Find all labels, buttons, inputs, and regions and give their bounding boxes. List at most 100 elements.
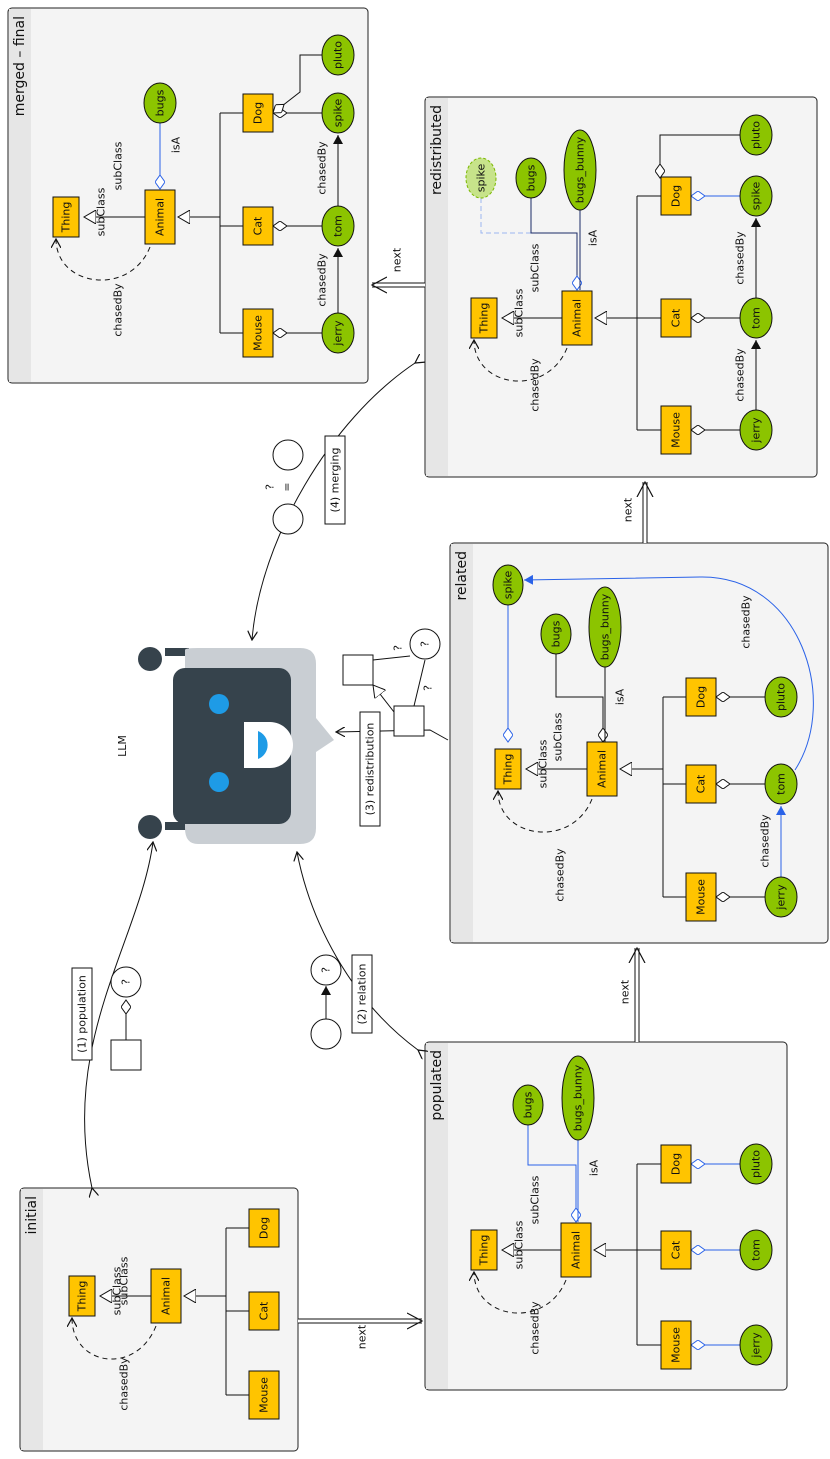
merged-pluto: pluto — [321, 34, 355, 76]
populated-bugs: bugs — [512, 1084, 544, 1126]
merged-cat-label: Cat — [252, 216, 265, 235]
initial-cat-label: Cat — [258, 1301, 271, 1320]
populated-cat: Cat — [660, 1230, 692, 1270]
populated-dog: Dog — [660, 1144, 692, 1184]
redist-pluto: pluto — [739, 114, 773, 156]
robot-antenna-top — [138, 647, 162, 671]
step-relation-text: (2) relation — [356, 963, 369, 1024]
populated-chasedby-edge — [474, 1272, 567, 1314]
related-bugs-label: bugs — [550, 620, 563, 647]
merged-isa-label: isA — [170, 136, 183, 153]
related-dog: Dog — [685, 677, 717, 717]
robot-eye-bottom — [209, 772, 229, 792]
related-mouse-label: Mouse — [695, 879, 708, 915]
related-tom-spike-chase — [523, 574, 814, 771]
merged-bugs: bugs — [143, 82, 177, 124]
merged-dog-label: Dog — [252, 102, 265, 124]
redist-spike: spike — [739, 175, 773, 217]
redist-chasedby-label: chasedBy — [529, 358, 542, 412]
step-redistribution: (3) redistribution — [359, 711, 381, 827]
merged-animal-label: Animal — [154, 198, 167, 236]
panel-merged-header — [9, 9, 31, 382]
glyph-rel-q2: ? — [310, 954, 342, 986]
initial-subclass-label: subClass — [111, 1266, 124, 1315]
redist-spike-ghost: spike — [465, 157, 497, 199]
panel-populated-frame — [424, 1041, 788, 1391]
panel-related-header — [451, 544, 473, 942]
glyph-redist-q-q: ? — [419, 641, 432, 647]
related-thing: Thing — [494, 748, 522, 790]
merged-spike-label: spike — [332, 99, 345, 128]
related-tom: tom — [764, 763, 798, 805]
redist-dog-label: Dog — [670, 185, 683, 207]
populated-mouse: Mouse — [660, 1320, 692, 1370]
steps-layer: subClasschasedBysubClasssubClasschasedBy… — [71, 136, 772, 1411]
robot-antenna-bottom — [138, 815, 162, 839]
related-chasedby-label: chasedBy — [554, 848, 567, 902]
merged-pluto-type-edge — [273, 54, 322, 113]
merged-animal: Animal — [144, 189, 176, 245]
redist-chasedby-edge — [474, 340, 568, 382]
panel-initial-header — [21, 1189, 43, 1450]
glyph-merge-eq: = — [281, 482, 294, 491]
panel-merged: merged – final — [7, 7, 369, 384]
initial-cat: Cat — [248, 1291, 280, 1331]
populated-bugs-bunny: bugs_bunny — [561, 1055, 595, 1141]
panel-redistributed-header — [426, 98, 448, 476]
redist-spike-label: spike — [750, 182, 763, 211]
step-merging-text: (4) merging — [329, 448, 342, 513]
merged-tom-label: tom — [332, 215, 345, 237]
links-layer — [56, 54, 814, 1396]
populated-tom: tom — [739, 1229, 773, 1271]
merged-pluto-label: pluto — [332, 41, 345, 69]
redist-cat-label: Cat — [670, 308, 683, 327]
related-thing-label: Thing — [502, 754, 515, 786]
related-tom-label: tom — [775, 773, 788, 795]
related-jerry-label: jerry — [775, 884, 788, 911]
panel-initial-title: initial — [24, 1196, 40, 1235]
step-redistribution-text: (3) redistribution — [364, 723, 377, 816]
glyph-redist-box2 — [393, 705, 425, 737]
redist-bugs-bunny: bugs_bunny — [563, 129, 597, 211]
redist-thing-label: Thing — [478, 303, 491, 335]
glyph-redist-box1 — [342, 654, 374, 686]
glyph-rel-q2-q: ? — [320, 967, 333, 973]
populated-dog-label: Dog — [670, 1153, 683, 1175]
glyph-redist-qlbl1: ? — [392, 645, 405, 651]
merged-jerry-label: jerry — [332, 320, 345, 347]
related-chasedby-blue2: chasedBy — [740, 595, 753, 649]
related-bugs-isa — [555, 650, 603, 742]
populated-mouse-label: Mouse — [670, 1327, 683, 1363]
populated-subclass-label2: subClass — [529, 1175, 542, 1224]
related-spike: spike — [492, 564, 524, 606]
populated-bugs-bunny-label: bugs_bunny — [572, 1064, 585, 1131]
populated-cat-label: Cat — [670, 1240, 683, 1259]
merged-thing: Thing — [52, 196, 80, 238]
merged-tom: tom — [321, 205, 355, 247]
initial-thing: Thing — [68, 1275, 96, 1317]
merged-subclass-label2: subClass — [112, 141, 125, 190]
redist-bugs-label: bugs — [525, 164, 538, 191]
merged-chasedby-2: chasedBy — [316, 141, 329, 195]
related-dog-label: Dog — [695, 686, 708, 708]
initial-animal-label: Animal — [160, 1277, 173, 1315]
redist-tom-label: tom — [750, 307, 763, 329]
redist-bugs-bunny-label: bugs_bunny — [574, 136, 587, 203]
llm-relation-link — [297, 852, 418, 1050]
merged-thing-label: Thing — [60, 202, 73, 234]
redist-subclass-label: subClass — [513, 288, 526, 337]
redist-mouse: Mouse — [660, 405, 692, 455]
merged-cat: Cat — [242, 206, 274, 246]
populated-thing-label: Thing — [478, 1235, 491, 1267]
redist-bugs: bugs — [515, 157, 547, 199]
initial-subclass-label2: subClass — [118, 1256, 131, 1305]
redist-chasedby-1: chasedBy — [734, 348, 747, 402]
redist-pluto-type-edge — [660, 134, 740, 178]
glyph-merge-qlbl: ? — [264, 484, 277, 490]
glyph-redist-inh — [373, 685, 395, 713]
populated-pluto: pluto — [739, 1143, 773, 1185]
glyph-redist-d1 — [373, 656, 411, 660]
redist-mouse-label: Mouse — [670, 412, 683, 448]
panel-populated-title: populated — [429, 1050, 445, 1121]
